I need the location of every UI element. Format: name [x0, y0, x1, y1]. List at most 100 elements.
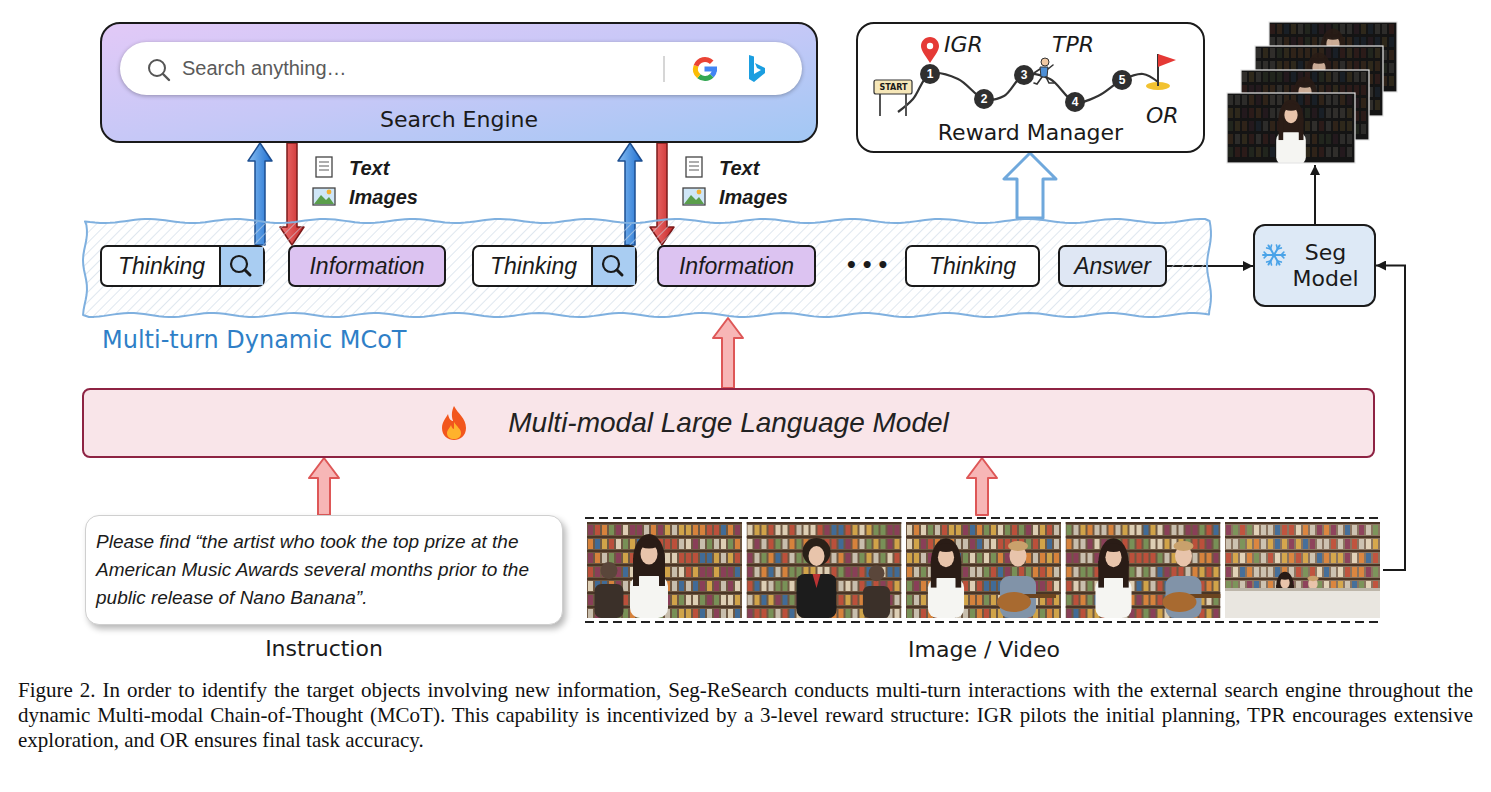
segmented-frames: [1368, 24, 1373, 34]
video-filmstrip: [846, 609, 851, 618]
video-filmstrip: [588, 553, 593, 563]
search-bar: Search anything…: [120, 42, 802, 95]
node-heading: Instruction: [86, 636, 562, 662]
segmented-frames: [1284, 48, 1289, 58]
segmented-frames: [1312, 72, 1317, 82]
segmented-frames: [1333, 134, 1338, 144]
video-filmstrip: [1005, 567, 1010, 577]
video-filmstrip: [1240, 539, 1245, 549]
video-filmstrip: [728, 539, 733, 549]
video-filmstrip: [1123, 561, 1129, 588]
segmented-frames: [1319, 95, 1324, 105]
segmented-frames: [1382, 24, 1387, 34]
video-filmstrip: [616, 553, 621, 563]
video-filmstrip: [659, 558, 665, 586]
video-filmstrip: [1066, 550, 1221, 552]
video-filmstrip: [748, 553, 753, 563]
video-filmstrip: [1214, 581, 1219, 591]
video-filmstrip: [888, 553, 893, 563]
video-filmstrip: [895, 595, 900, 605]
segmented-frames: [1375, 100, 1380, 110]
video-filmstrip: [1359, 525, 1364, 535]
instruction-box: Please find “the artist who took the top…: [85, 515, 563, 625]
segmented-frames: [1340, 95, 1345, 105]
segmented-frames: [1312, 134, 1317, 144]
video-filmstrip: [818, 525, 823, 535]
video-filmstrip: [700, 595, 705, 605]
segmented-frames: [1305, 108, 1310, 118]
video-filmstrip: [1074, 553, 1079, 563]
video-filmstrip: [997, 592, 1031, 612]
video-filmstrip: [1373, 539, 1378, 549]
video-filmstrip: [1040, 539, 1045, 549]
video-filmstrip: [1324, 539, 1329, 549]
segmented-frames: [1249, 108, 1254, 118]
video-filmstrip: [1247, 553, 1252, 563]
segmented-frames: [1277, 48, 1282, 58]
information-box: Information: [657, 245, 816, 287]
video-filmstrip: [888, 525, 893, 535]
video-filmstrip: [991, 525, 996, 535]
video-filmstrip: [672, 595, 677, 605]
video-filmstrip: [1163, 592, 1197, 612]
video-filmstrip: [1214, 609, 1219, 618]
video-filmstrip: [1054, 553, 1059, 563]
video-filmstrip: [1225, 522, 1380, 618]
video-filmstrip: [846, 525, 851, 535]
video-filmstrip: [1144, 581, 1149, 591]
returned-content-icons: [313, 157, 335, 205]
video-filmstrip: [1158, 553, 1163, 563]
video-filmstrip: [1095, 525, 1100, 535]
frozen-snowflake: [1274, 245, 1280, 255]
video-filmstrip: [1186, 567, 1191, 577]
reward-tag: TPR: [1052, 32, 1094, 58]
video-filmstrip: [839, 595, 844, 605]
segmented-frames: [1227, 22, 1397, 165]
video-filmstrip: [748, 609, 753, 618]
video-filmstrip: [1338, 553, 1343, 563]
video-filmstrip: [991, 553, 996, 563]
video-filmstrip: [1331, 525, 1336, 535]
video-filmstrip: [735, 553, 740, 563]
frozen-snowflake: [1263, 245, 1285, 265]
video-filmstrip: [1067, 553, 1072, 563]
video-filmstrip: [839, 581, 844, 591]
video-filmstrip: [707, 609, 712, 618]
segmented-frames: [1242, 108, 1247, 118]
video-filmstrip: [769, 553, 774, 563]
segmented-frames: [1298, 95, 1303, 105]
video-filmstrip: [1282, 539, 1287, 549]
video-filmstrip: [1268, 539, 1273, 549]
video-filmstrip: [809, 546, 825, 566]
video-filmstrip: [790, 539, 795, 549]
segmented-frames: [1249, 95, 1254, 105]
video-filmstrip: [1158, 595, 1163, 605]
video-filmstrip: [963, 567, 968, 577]
video-filmstrip: [1067, 539, 1072, 549]
segmented-frames: [1312, 147, 1317, 157]
node-label: 1: [927, 68, 934, 80]
flow-arrow: [1004, 153, 1056, 218]
frozen-snowflake: [1264, 252, 1267, 255]
segmented-frames: [1361, 98, 1366, 108]
video-filmstrip: [776, 539, 781, 549]
runner: [1034, 58, 1054, 84]
node-label: Search anything…: [182, 57, 347, 80]
video-filmstrip: [769, 567, 774, 577]
video-filmstrip: [587, 522, 742, 618]
bing-logo: [749, 55, 765, 82]
video-filmstrip: [1373, 525, 1378, 535]
search-tool-icon: [591, 247, 593, 285]
video-filmstrip: [839, 567, 844, 577]
frozen-snowflake: [1274, 254, 1285, 256]
video-filmstrip: [700, 539, 705, 549]
video-filmstrip: [1303, 525, 1308, 535]
video-filmstrip: [790, 567, 795, 577]
video-filmstrip: [755, 581, 760, 591]
video-filmstrip: [970, 525, 975, 535]
video-filmstrip: [921, 581, 926, 591]
segmented-frames: [1270, 95, 1275, 105]
video-filmstrip: [1088, 609, 1093, 618]
video-filmstrip: [949, 525, 954, 535]
video-filmstrip: [914, 525, 919, 535]
